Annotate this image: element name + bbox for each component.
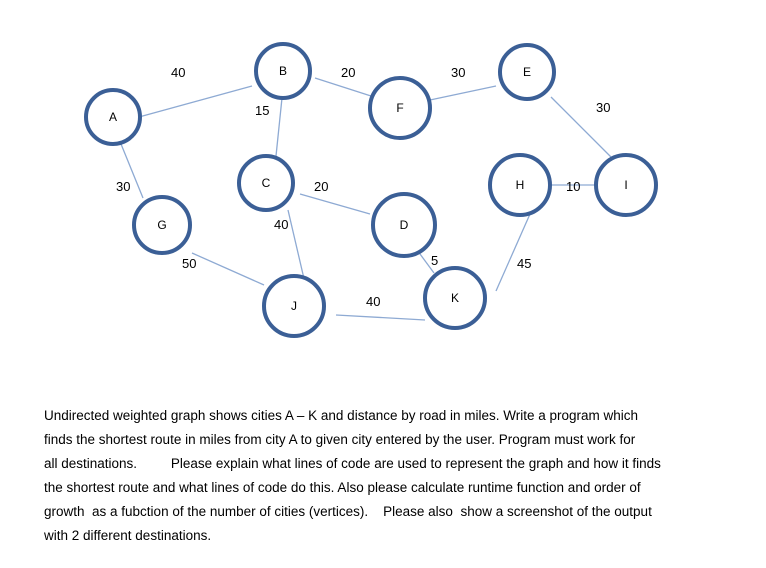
edge-weights: 40 20 30 30 15 30 20 10 40 50 5 45 40	[116, 65, 610, 309]
edge-d-k	[419, 253, 435, 274]
problem-line: finds the shortest route in miles from c…	[44, 432, 636, 447]
node-f-circle	[368, 76, 432, 140]
node-e-label: E	[523, 65, 531, 79]
node-f: F	[368, 76, 432, 140]
problem-line: with 2 different destinations.	[44, 528, 212, 543]
node-d: D	[371, 192, 437, 258]
node-b: B	[254, 42, 312, 100]
node-a-circle	[84, 88, 142, 146]
weight-g-j: 50	[182, 256, 196, 271]
weight-h-k: 45	[517, 256, 531, 271]
edge-e-i	[550, 96, 613, 159]
node-d-circle	[371, 192, 437, 258]
edge-f-e	[429, 85, 497, 101]
nodes: A B C D E F G H	[84, 42, 658, 338]
node-g-circle	[132, 195, 192, 255]
node-e: E	[498, 43, 556, 101]
node-b-circle	[254, 42, 312, 100]
edge-b-c	[275, 97, 283, 157]
weight-j-k: 40	[366, 294, 380, 309]
node-c: C	[237, 154, 295, 212]
node-f-label: F	[396, 101, 403, 115]
problem-line: the shortest route and what lines of cod…	[44, 480, 641, 495]
edge-j-k	[335, 314, 426, 321]
node-d-label: D	[400, 218, 409, 232]
weight-f-e: 30	[451, 65, 465, 80]
weight-h-i: 10	[566, 179, 580, 194]
weight-b-c: 15	[255, 103, 269, 118]
weight-d-k: 5	[431, 253, 438, 268]
weight-a-b: 40	[171, 65, 185, 80]
edge-a-b	[138, 85, 253, 118]
node-k: K	[423, 266, 487, 330]
problem-line: Undirected weighted graph shows cities A…	[44, 408, 639, 423]
weight-e-i: 30	[596, 100, 610, 115]
node-k-circle	[423, 266, 487, 330]
edge-a-g	[120, 143, 144, 199]
weight-c-d: 20	[314, 179, 328, 194]
node-a-label: A	[109, 110, 117, 124]
weight-c-j: 40	[274, 217, 288, 232]
node-c-circle	[237, 154, 295, 212]
node-k-label: K	[451, 291, 459, 305]
node-i: I	[594, 153, 658, 217]
node-h-label: H	[516, 178, 525, 192]
node-h-circle	[488, 153, 552, 217]
weight-a-g: 30	[116, 179, 130, 194]
problem-statement: Undirected weighted graph shows cities A…	[44, 404, 749, 548]
node-j-label: J	[291, 299, 297, 313]
node-b-label: B	[279, 64, 287, 78]
node-i-circle	[594, 153, 658, 217]
edge-g-j	[191, 252, 265, 286]
problem-line: growth as a fubction of the number of ci…	[44, 504, 652, 519]
node-h: H	[488, 153, 552, 217]
edge-c-d	[299, 193, 371, 215]
node-j-circle	[262, 274, 326, 338]
edges	[120, 77, 613, 321]
edge-h-k	[495, 213, 531, 292]
node-a: A	[84, 88, 142, 146]
edge-b-f	[314, 77, 372, 97]
weight-b-f: 20	[341, 65, 355, 80]
edge-c-j	[287, 209, 306, 284]
node-i-label: I	[624, 178, 627, 192]
node-j: J	[262, 274, 326, 338]
city-graph: 40 20 30 30 15 30 20 10 40 50 5 45 40 A …	[84, 42, 658, 338]
node-g: G	[132, 195, 192, 255]
node-g-label: G	[157, 218, 166, 232]
node-e-circle	[498, 43, 556, 101]
node-c-label: C	[262, 176, 271, 190]
problem-line: all destinations. Please explain what li…	[44, 456, 661, 471]
